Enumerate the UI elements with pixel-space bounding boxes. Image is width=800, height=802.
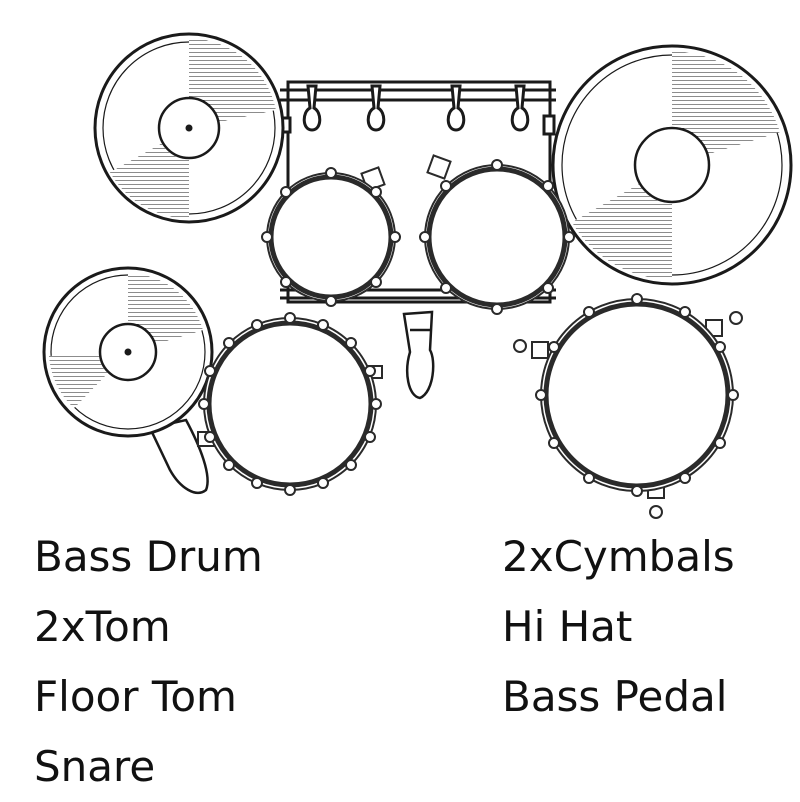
- crash-cymbal: [93, 32, 285, 224]
- ride-cymbal: [551, 44, 793, 286]
- component-list-right: 2xCymbals Hi Hat Bass Pedal: [502, 522, 735, 732]
- bass-drum-lug: [366, 84, 386, 132]
- list-item-toms: 2xTom: [34, 602, 171, 651]
- floor-tom: [513, 293, 743, 519]
- bass-drum-lug: [302, 84, 322, 132]
- bass-pedal: [402, 310, 435, 400]
- list-item-cymbals: 2xCymbals: [502, 532, 735, 581]
- list-item-hi-hat: Hi Hat: [502, 602, 633, 651]
- list-item-bass-pedal: Bass Pedal: [502, 672, 728, 721]
- tom-left: [261, 166, 401, 307]
- snare-drum: [197, 312, 383, 496]
- list-item-floor-tom: Floor Tom: [34, 672, 237, 721]
- tom-right: [419, 154, 575, 315]
- list-item-snare: Snare: [34, 742, 156, 791]
- list-item-bass-drum: Bass Drum: [34, 532, 263, 581]
- drum-kit-diagram: [42, 32, 793, 519]
- hi-hat: [42, 266, 214, 495]
- component-list-left: Bass Drum 2xTom Floor Tom Snare: [34, 522, 263, 802]
- bass-drum-lug: [510, 84, 530, 132]
- bass-drum-lug: [446, 84, 466, 132]
